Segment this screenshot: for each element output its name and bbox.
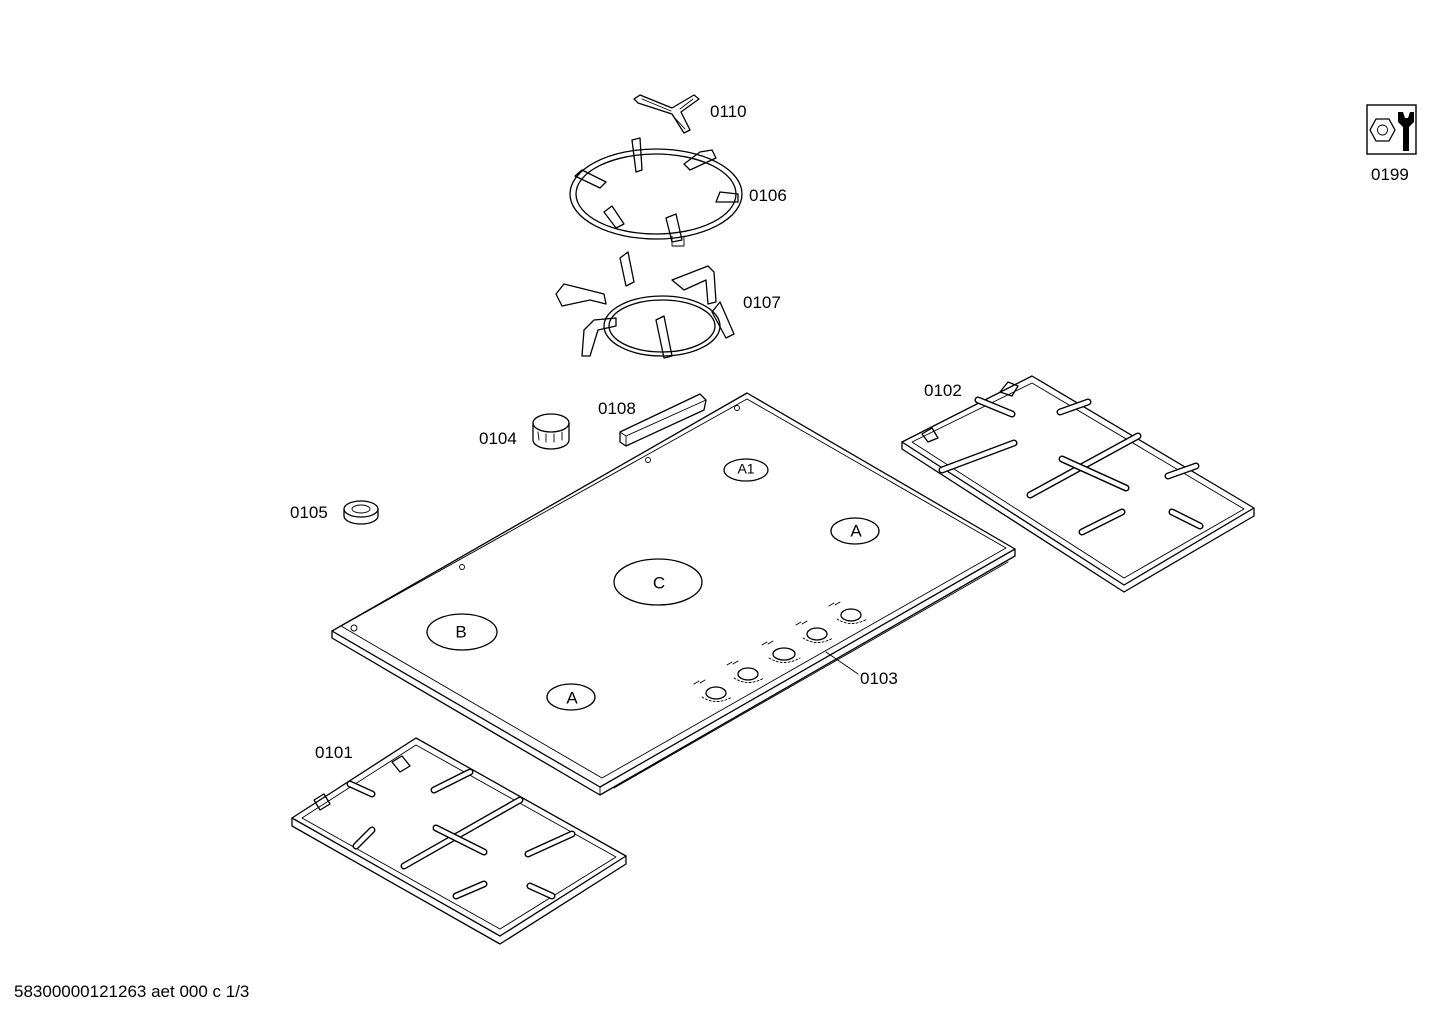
control-knob-4 <box>795 620 834 643</box>
label-0101: 0101 <box>315 743 353 762</box>
label-0102: 0102 <box>924 381 962 400</box>
part-0108-strip <box>619 393 707 447</box>
label-0107: 0107 <box>743 293 781 312</box>
label-0104: 0104 <box>479 429 517 448</box>
label-0105: 0105 <box>290 503 328 522</box>
label-0103: 0103 <box>860 669 898 688</box>
control-knob-2 <box>726 660 765 683</box>
label-0110: 0110 <box>710 102 747 121</box>
part-0101-pan-support-grid <box>291 737 627 945</box>
control-knob-3 <box>761 640 801 663</box>
part-0105-burner-ring <box>343 500 379 525</box>
label-0106: 0106 <box>749 186 787 205</box>
label-0108: 0108 <box>598 399 636 418</box>
control-knob-1 <box>693 679 733 702</box>
part-0110-trivet <box>633 94 700 134</box>
zone-label-c: C <box>653 573 665 592</box>
zone-label-a-right: A <box>850 521 862 540</box>
part-0106-ring-support <box>569 137 743 247</box>
part-0107-pan-support <box>555 251 735 359</box>
document-footer-code: 58300000121263 aet 000 c 1/3 <box>14 982 250 1001</box>
zone-label-b: B <box>455 622 466 641</box>
part-0102-pan-support-grid <box>901 375 1255 593</box>
part-0103-hob-plate <box>331 392 1016 796</box>
label-0199: 0199 <box>1371 165 1409 184</box>
control-knob-5 <box>828 601 868 624</box>
zone-label-a1: A1 <box>737 461 754 477</box>
zone-label-a-front: A <box>566 688 578 707</box>
part-0104-burner-cap <box>532 413 570 450</box>
nut-and-wrench-icon <box>1366 104 1417 155</box>
